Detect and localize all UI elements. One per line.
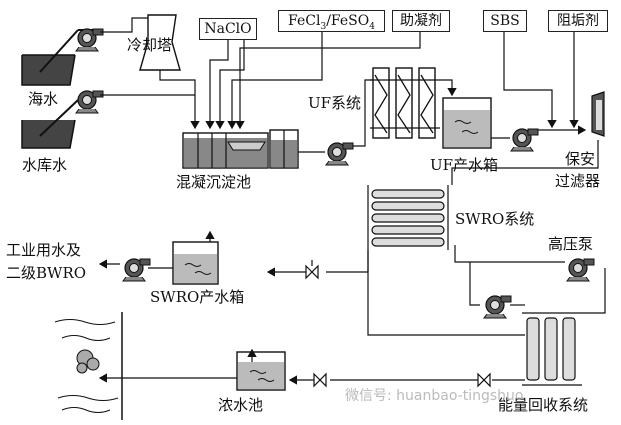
seawater-pump-top (75, 28, 104, 52)
uf-feed-pump (325, 142, 354, 166)
brine-pool-label: 浓水池 (218, 396, 264, 414)
coagulation-tank (182, 129, 299, 169)
brine-valve-right (477, 372, 491, 388)
security-filter (591, 91, 605, 137)
antiscalant-label: 阻垢剂 (557, 13, 599, 29)
coag-tank-label: 混凝沉淀池 (176, 173, 252, 191)
security-filter-label-1: 保安 (565, 150, 596, 168)
industrial-label-1: 工业用水及 (6, 241, 82, 259)
energy-recovery-system (522, 268, 606, 386)
antiscalant-box: 阻垢剂 (548, 10, 608, 32)
high-pressure-pump (566, 258, 595, 282)
uf-system-label: UF系统 (308, 94, 362, 112)
brine-valve-left (313, 372, 327, 388)
swro-tank-label: SWRO产水箱 (150, 288, 245, 306)
naclo-box: NaClO (199, 18, 257, 40)
swro-system (367, 185, 449, 250)
energy-recovery-label: 能量回收系统 (498, 396, 589, 414)
feso4-sub: 4 (369, 21, 375, 32)
uf-system (370, 67, 457, 139)
uf-tank-label: UF产水箱 (430, 156, 499, 174)
hp-pump-label: 高压泵 (548, 235, 594, 253)
swro-valve (305, 260, 319, 280)
reservoir-basin (21, 99, 79, 149)
security-filter-label-2: 过滤器 (555, 172, 601, 190)
coagulant-aid-label: 助凝剂 (400, 13, 442, 29)
uf-tank (442, 97, 492, 149)
discharge-sea (54, 312, 123, 420)
product-water-pump (122, 258, 151, 282)
naclo-label: NaClO (204, 21, 252, 37)
uf-product-pump (510, 128, 539, 152)
industrial-label-2: 二级BWRO (6, 264, 87, 282)
swro-tank (172, 230, 219, 285)
fecl3-sub: 3 (320, 21, 327, 32)
cooling-tower (139, 14, 181, 71)
fecl3-label: FeCl (288, 13, 321, 29)
sbs-box: SBS (483, 10, 527, 32)
sbs-label: SBS (490, 13, 520, 29)
watermark: 微信号: huanbao-tingshuo (345, 388, 524, 404)
fecl3-box: FeCl3/FeSO4 (278, 10, 385, 32)
seawater-label: 海水 (28, 90, 59, 108)
swro-system-label: SWRO系统 (455, 210, 535, 228)
coagulant-aid-box: 助凝剂 (392, 10, 450, 32)
reservoir-label: 水库水 (22, 156, 68, 174)
seawater-pump (75, 90, 104, 114)
brine-pool (236, 348, 286, 391)
booster-pump (483, 295, 512, 319)
cooling-tower-label: 冷却塔 (127, 36, 173, 54)
feso4-label: /FeSO (326, 13, 370, 29)
